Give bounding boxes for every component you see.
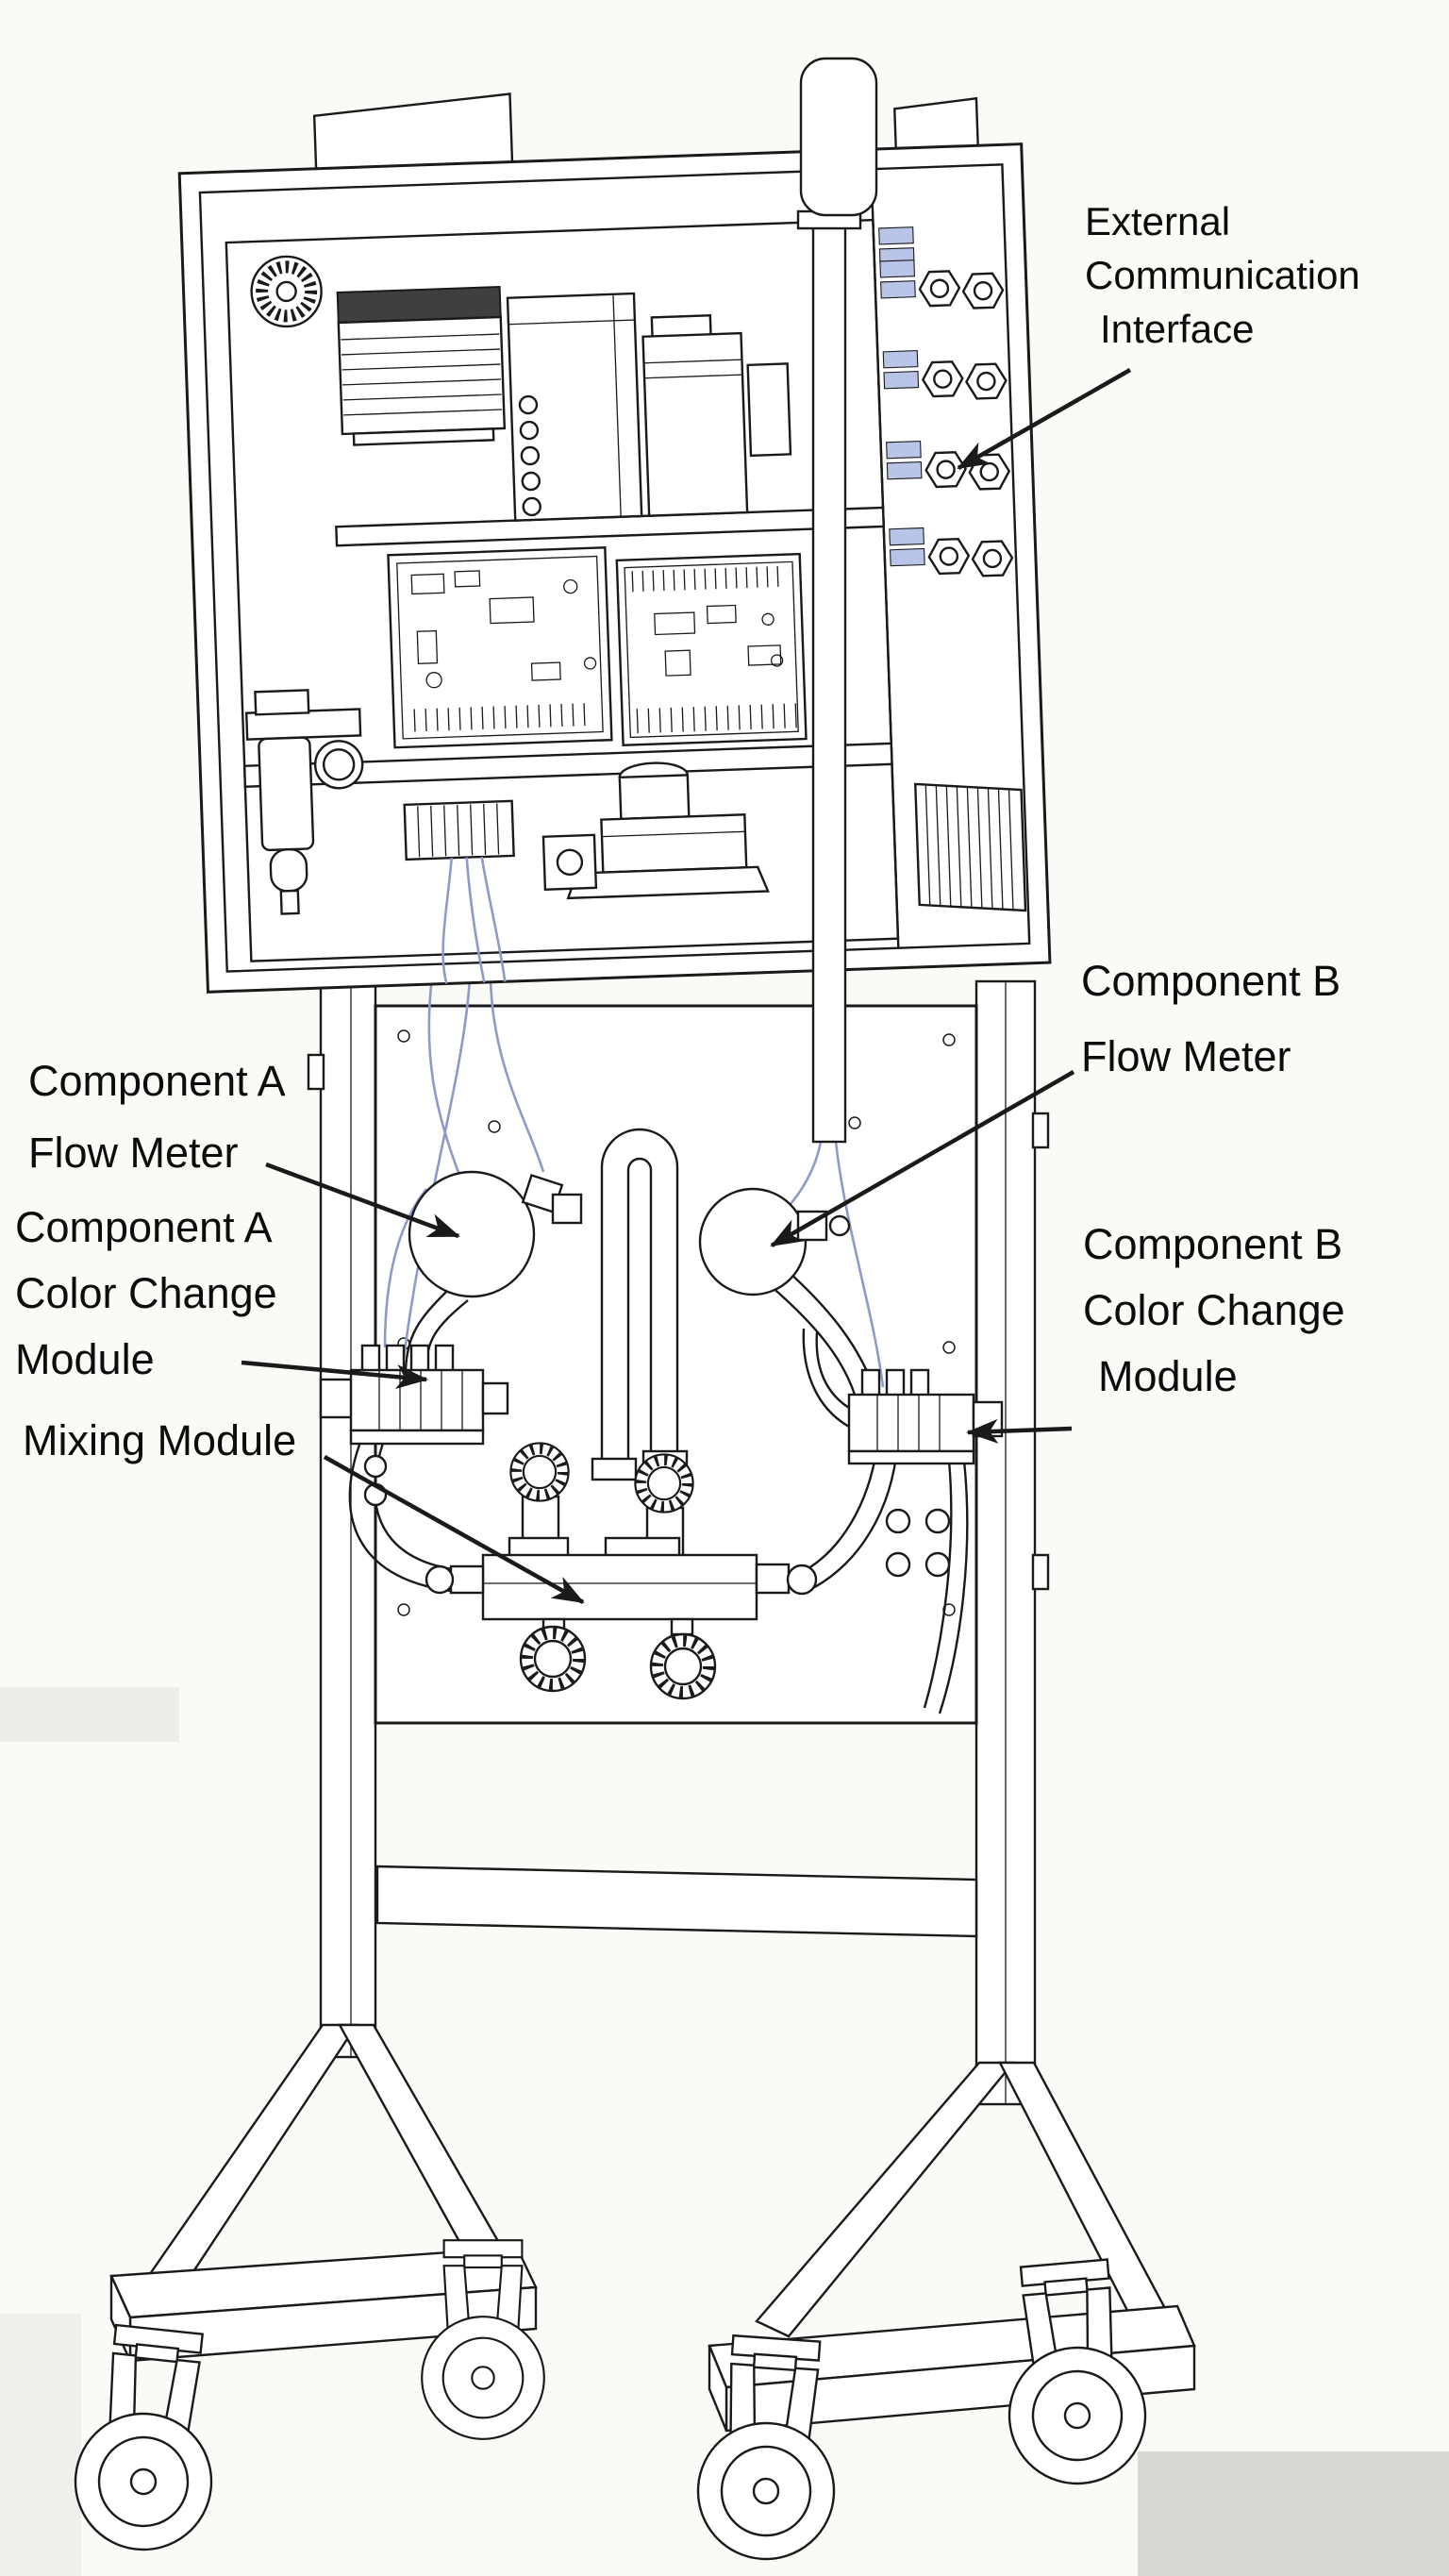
label-line: Component A (15, 1203, 273, 1251)
power-supply-unit (506, 292, 643, 522)
label-line: Interface (1100, 307, 1255, 351)
label-line: Color Change (1083, 1286, 1345, 1334)
label-line: Component B (1081, 957, 1341, 1005)
arrow-component-a-flow-meter (265, 1162, 460, 1239)
cross-member (375, 1865, 978, 1938)
component-b-color-change-module (802, 1328, 1004, 1465)
vent-grille (914, 782, 1027, 912)
circuit-board-a (387, 546, 613, 749)
label-component-b-flow-meter: Component B Flow Meter (1081, 944, 1341, 1095)
label-external-communication-interface: External Communication Interface (1085, 194, 1360, 356)
background-artifacts (0, 1687, 1449, 2576)
panel-ports (885, 1508, 951, 1578)
label-component-b-color-change-module: Component B Color Change Module (1083, 1212, 1345, 1410)
callout-arrows (241, 368, 1132, 1604)
label-component-a-color-change-module: Component A Color Change Module (15, 1195, 277, 1393)
arrow-component-b-color-change-module (966, 1418, 1073, 1444)
terminal-strip (403, 799, 515, 861)
label-line: Flow Meter (1081, 1032, 1291, 1080)
component-a-flow-meter (408, 1170, 583, 1298)
shelf-lower (242, 742, 893, 788)
mixing-module (425, 1443, 818, 1698)
external-communication-interface-connectors (878, 226, 1014, 577)
label-line: Component A (28, 1057, 286, 1105)
label-line: Component B (1083, 1220, 1343, 1268)
label-line: Color Change (15, 1269, 277, 1317)
cooling-fan (250, 255, 323, 328)
circuit-board-b (615, 552, 808, 746)
label-component-a-flow-meter: Component A Flow Meter (28, 1045, 286, 1189)
arrow-component-a-color-change-module (241, 1360, 428, 1390)
plc-unit (336, 285, 507, 446)
label-line: Mixing Module (23, 1416, 297, 1464)
arrow-component-b-flow-meter (770, 1070, 1075, 1247)
din-connector (746, 362, 792, 458)
arrow-external-communication-interface (957, 368, 1132, 470)
label-mixing-module: Mixing Module (23, 1408, 296, 1474)
control-cabinet (177, 92, 1052, 994)
air-filter-regulator (244, 689, 364, 915)
dosing-valve-assembly (541, 761, 770, 900)
label-line: Module (1098, 1352, 1238, 1400)
label-line: Flow Meter (28, 1129, 239, 1177)
electronic-module (641, 314, 749, 517)
caster-front-left (67, 2321, 228, 2558)
label-line: Communication (1085, 253, 1360, 297)
label-line: External (1085, 199, 1231, 243)
component-a-color-change-module (319, 1344, 509, 1507)
label-line: Module (15, 1335, 155, 1383)
arrow-mixing-module (323, 1455, 585, 1604)
beacon-pole (796, 57, 878, 1144)
